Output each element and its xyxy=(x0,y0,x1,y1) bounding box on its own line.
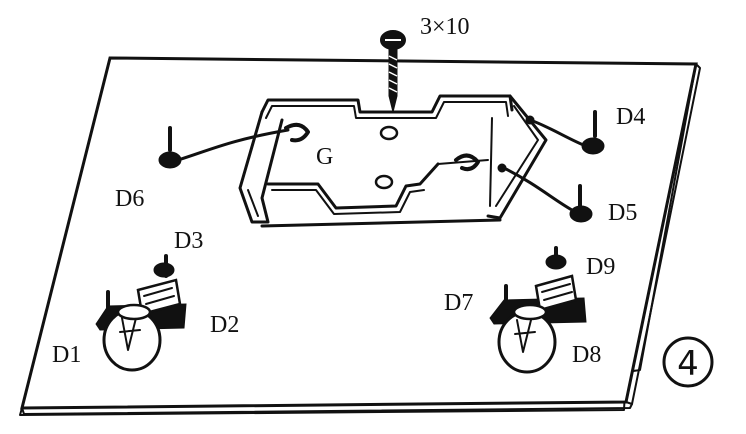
terminal-d4 xyxy=(528,110,605,155)
screw-size-label: 3×10 xyxy=(420,14,470,40)
lamp-socket-right xyxy=(489,246,587,374)
label-d5: D5 xyxy=(608,200,637,226)
label-d3: D3 xyxy=(174,228,203,254)
label-d8: D8 xyxy=(572,342,601,368)
metal-bracket xyxy=(238,94,548,228)
terminal-d6 xyxy=(158,126,290,169)
lamp-socket-left xyxy=(95,254,187,372)
label-d6: D6 xyxy=(115,186,144,212)
label-d2: D2 xyxy=(210,312,239,338)
label-d1: D1 xyxy=(52,342,81,368)
label-g: G xyxy=(316,144,333,170)
label-d9: D9 xyxy=(586,254,615,280)
label-d4: D4 xyxy=(616,104,645,130)
screw-icon xyxy=(380,30,406,113)
step-number-badge: 4 xyxy=(662,336,714,388)
terminal-d5 xyxy=(502,166,593,223)
step-number: 4 xyxy=(677,344,699,384)
label-d7: D7 xyxy=(444,290,473,316)
